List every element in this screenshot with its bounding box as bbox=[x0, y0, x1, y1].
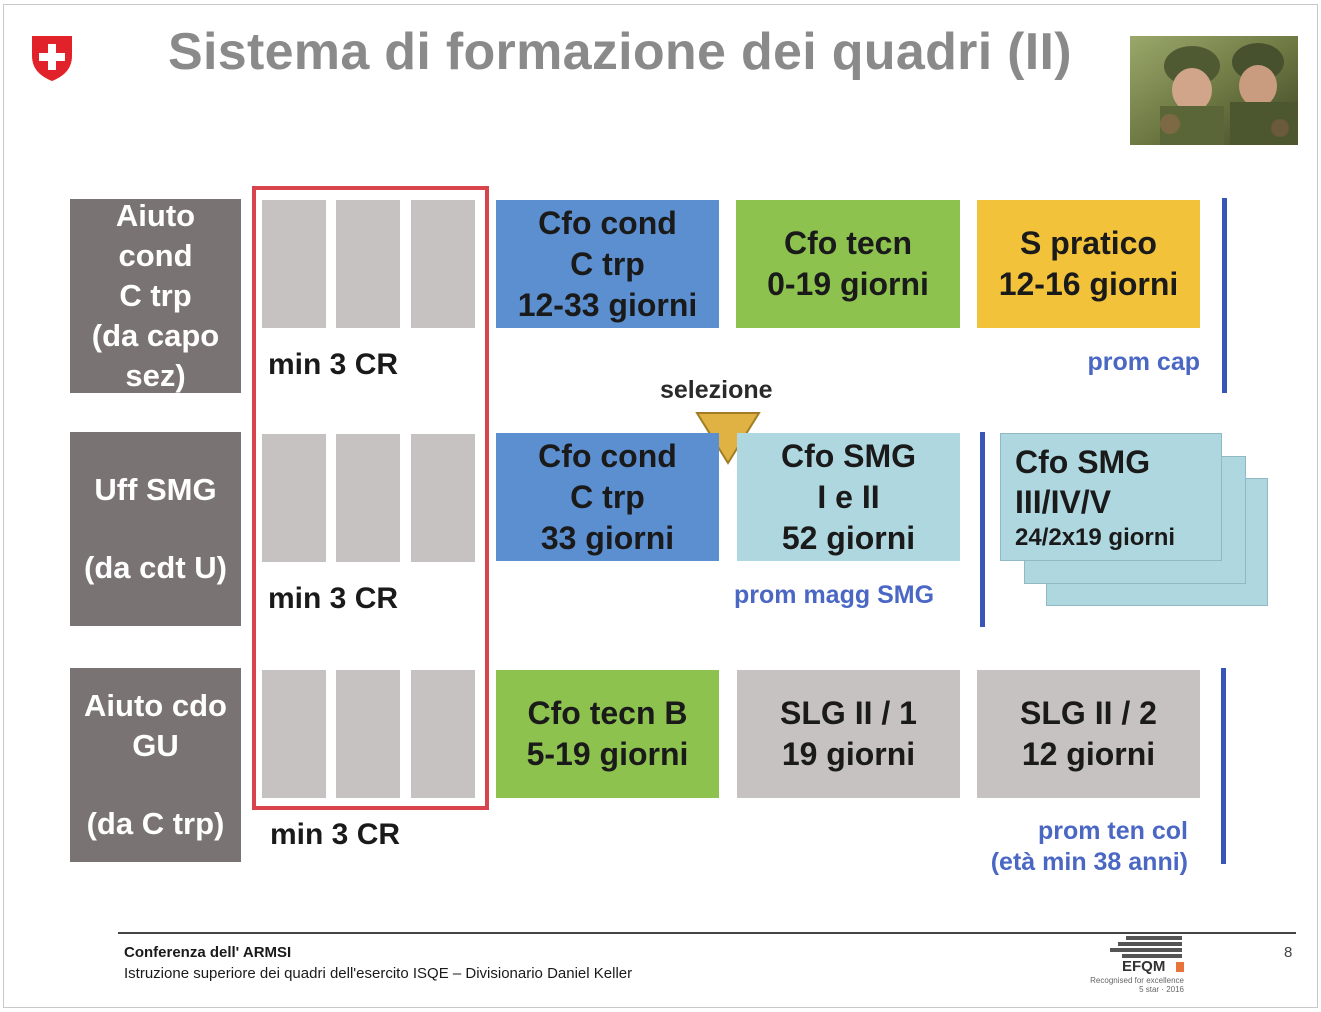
soldiers-photo bbox=[1130, 36, 1298, 145]
cr-block bbox=[411, 434, 475, 562]
cr-block bbox=[336, 434, 400, 562]
min-cr-label: min 3 CR bbox=[270, 818, 401, 851]
prom-ten-col-label: prom ten col (età min 38 anni) bbox=[990, 817, 1188, 876]
cr-block bbox=[336, 670, 400, 798]
row1-divider-bar bbox=[1222, 198, 1227, 393]
row3-divider-bar bbox=[1221, 668, 1226, 864]
efqm-name: EFQM bbox=[1122, 958, 1166, 975]
cr-block bbox=[262, 434, 326, 562]
min-cr-label: min 3 CR bbox=[268, 348, 399, 381]
box-cfo-tecn-b: Cfo tecn B 5-19 giorni bbox=[496, 670, 719, 798]
row-label-aiuto-cdo: Aiuto cdo GU (da C trp) bbox=[70, 668, 241, 862]
footer-rule bbox=[118, 932, 1296, 934]
box-cfo-smg-3-4-5: Cfo SMG III/IV/V 24/2x19 giorni bbox=[1000, 433, 1222, 561]
cr-block bbox=[411, 200, 475, 328]
box-s-pratico: S pratico 12-16 giorni bbox=[977, 200, 1200, 328]
efqm-orange-square-icon bbox=[1176, 962, 1184, 972]
selection-label: selezione bbox=[660, 376, 773, 404]
cr-block bbox=[262, 200, 326, 328]
box-cfo-tecn-row1: Cfo tecn 0-19 giorni bbox=[736, 200, 960, 328]
prom-magg-smg-label: prom magg SMG bbox=[734, 581, 935, 609]
slide-title: Sistema di formazione dei quadri (II) bbox=[168, 23, 1072, 81]
box-slg-2-2: SLG II / 2 12 giorni bbox=[977, 670, 1200, 798]
swiss-shield-icon bbox=[32, 36, 72, 81]
prom-cap-label: prom cap bbox=[1087, 348, 1200, 376]
box-cfo-cond-row2: Cfo cond C trp 33 giorni bbox=[496, 433, 719, 561]
cr-block bbox=[411, 670, 475, 798]
footer-subtitle: Istruzione superiore dei quadri dell'ese… bbox=[124, 965, 633, 982]
cr-block bbox=[262, 670, 326, 798]
footer-conference: Conferenza dell' ARMSI bbox=[124, 944, 292, 961]
min-cr-label: min 3 CR bbox=[268, 582, 399, 615]
box-cfo-smg-1-2: Cfo SMG I e II 52 giorni bbox=[737, 433, 960, 561]
box-cfo-cond-row1: Cfo cond C trp 12-33 giorni bbox=[496, 200, 719, 328]
row2-divider-bar bbox=[980, 432, 985, 627]
slide-frame bbox=[3, 4, 1318, 1008]
efqm-caption: Recognised for excellence 5 star · 2016 bbox=[1090, 976, 1184, 994]
page-number: 8 bbox=[1284, 944, 1293, 961]
row-label-aiuto-cond: Aiuto cond C trp (da capo sez) bbox=[70, 198, 241, 393]
efqm-logo: EFQM Recognised for excellence 5 star · … bbox=[1080, 934, 1188, 996]
cr-red-frame bbox=[252, 186, 489, 810]
box-slg-2-1: SLG II / 1 19 giorni bbox=[737, 670, 960, 798]
row-label-uff-smg: Uff SMG (da cdt U) bbox=[70, 432, 241, 626]
cr-block bbox=[336, 200, 400, 328]
